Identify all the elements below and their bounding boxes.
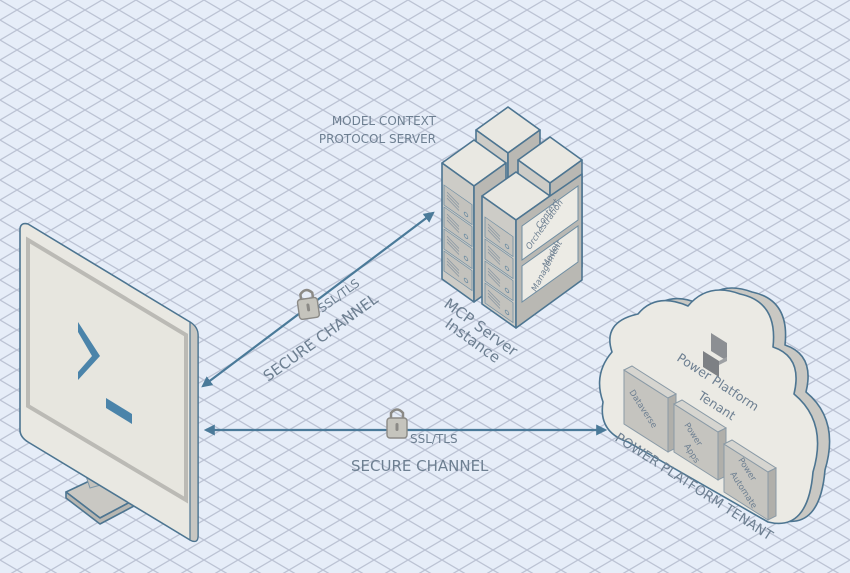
server-header-line2: PROTOCOL SERVER bbox=[319, 132, 436, 146]
power-platform-tenant: Power Platform Tenant Dataverse Power Ap… bbox=[598, 287, 831, 544]
terminal-prompt-icon bbox=[78, 322, 100, 380]
terminal-cursor-icon bbox=[106, 398, 132, 424]
server-header-line1: MODEL CONTEXT bbox=[332, 114, 437, 128]
channel-label: SECURE CHANNEL bbox=[351, 457, 489, 475]
lock-icon bbox=[296, 288, 321, 321]
arrow-client-mcp bbox=[201, 211, 435, 388]
client-monitor bbox=[19, 222, 199, 543]
monitor-screen bbox=[26, 236, 188, 504]
connection-client-tenant: SSL/TLS SECURE CHANNEL bbox=[203, 408, 608, 475]
service-box-power-apps: Power Apps bbox=[672, 399, 728, 481]
power-platform-logo-icon bbox=[703, 333, 727, 377]
protocol-label: SSL/TLS bbox=[410, 432, 458, 446]
mcp-server-cluster: MODEL CONTEXT PROTOCOL SERVER bbox=[319, 106, 583, 367]
lock-icon bbox=[386, 408, 408, 439]
server-tower-front: Context Orchestration Model Management bbox=[481, 171, 583, 329]
